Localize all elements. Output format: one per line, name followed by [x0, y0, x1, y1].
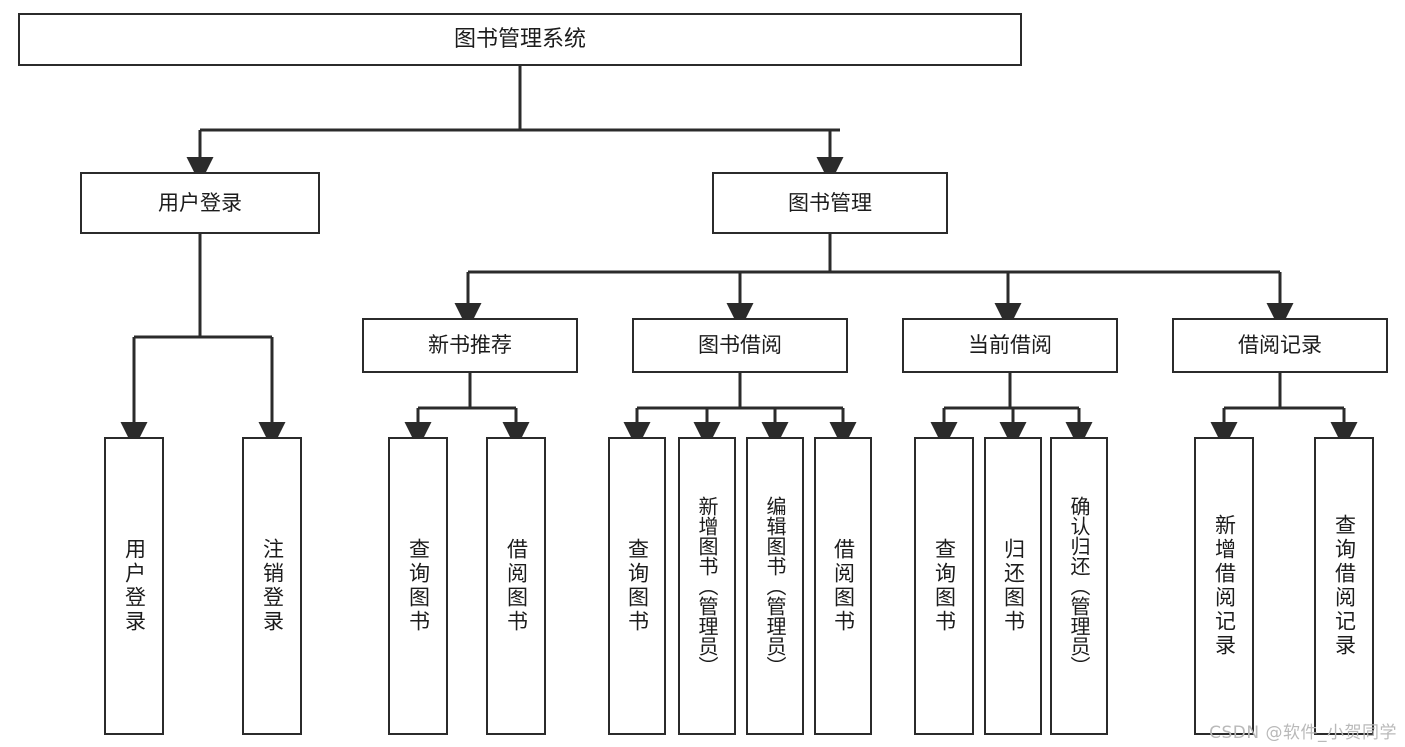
node-leaf-query-record[interactable]: 查询借阅记录: [1314, 437, 1374, 735]
node-leaf-user-login[interactable]: 用户登录: [104, 437, 164, 735]
node-leaf-edit-book[interactable]: 编辑图书（管理员）: [746, 437, 804, 735]
node-book-borrow-label: 图书借阅: [698, 333, 782, 358]
node-leaf-confirm-return-label: 确认归还（管理员）: [1067, 496, 1091, 676]
node-leaf-query-book-3-label: 查询图书: [932, 538, 957, 634]
node-leaf-user-login-label: 用户登录: [122, 538, 147, 634]
node-leaf-return-book-label: 归还图书: [1001, 538, 1026, 634]
node-leaf-borrow-book-1[interactable]: 借阅图书: [486, 437, 546, 735]
node-borrow-record-label: 借阅记录: [1238, 333, 1322, 358]
node-book-manage[interactable]: 图书管理: [712, 172, 948, 234]
node-leaf-query-record-label: 查询借阅记录: [1332, 514, 1357, 658]
node-leaf-borrow-book-2-label: 借阅图书: [831, 538, 856, 634]
node-leaf-query-book-3[interactable]: 查询图书: [914, 437, 974, 735]
node-leaf-return-book[interactable]: 归还图书: [984, 437, 1042, 735]
node-leaf-add-book-label: 新增图书（管理员）: [695, 496, 719, 676]
node-leaf-edit-book-label: 编辑图书（管理员）: [763, 496, 787, 676]
node-book-manage-label: 图书管理: [788, 190, 872, 215]
watermark: CSDN @软件_小贺同学: [1209, 723, 1397, 743]
node-leaf-query-book-1-label: 查询图书: [406, 538, 431, 634]
node-leaf-query-book-1[interactable]: 查询图书: [388, 437, 448, 735]
node-root-label: 图书管理系统: [453, 26, 586, 52]
node-borrow-record[interactable]: 借阅记录: [1172, 318, 1388, 373]
node-leaf-borrow-book-1-label: 借阅图书: [504, 538, 529, 634]
node-current-borrow-label: 当前借阅: [968, 333, 1052, 358]
node-leaf-add-book[interactable]: 新增图书（管理员）: [678, 437, 736, 735]
node-leaf-confirm-return[interactable]: 确认归还（管理员）: [1050, 437, 1108, 735]
node-user-login[interactable]: 用户登录: [80, 172, 320, 234]
node-leaf-query-book-2[interactable]: 查询图书: [608, 437, 666, 735]
node-leaf-add-record-label: 新增借阅记录: [1212, 514, 1237, 658]
node-new-book-recommend-label: 新书推荐: [428, 333, 512, 358]
node-leaf-query-book-2-label: 查询图书: [625, 538, 650, 634]
node-current-borrow[interactable]: 当前借阅: [902, 318, 1118, 373]
node-root[interactable]: 图书管理系统: [18, 13, 1022, 66]
node-leaf-borrow-book-2[interactable]: 借阅图书: [814, 437, 872, 735]
node-new-book-recommend[interactable]: 新书推荐: [362, 318, 578, 373]
node-user-login-label: 用户登录: [158, 190, 242, 215]
node-leaf-logout-label: 注销登录: [260, 538, 285, 634]
node-book-borrow[interactable]: 图书借阅: [632, 318, 848, 373]
node-leaf-logout[interactable]: 注销登录: [242, 437, 302, 735]
node-leaf-add-record[interactable]: 新增借阅记录: [1194, 437, 1254, 735]
